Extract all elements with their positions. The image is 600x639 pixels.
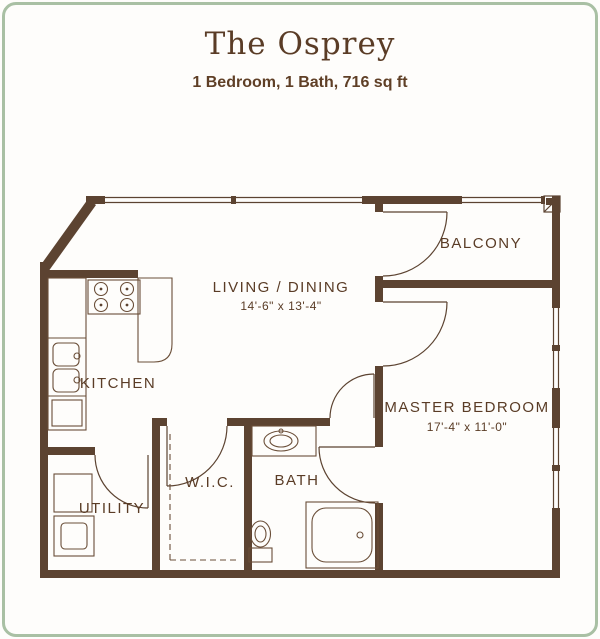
plan-title: The Osprey — [204, 26, 396, 62]
balcony-label: BALCONY — [440, 235, 522, 252]
kitchen-peninsula — [137, 277, 173, 363]
kitchen-counter — [47, 277, 87, 431]
living-dining-dimensions: 14'-6" x 13'-4" — [240, 299, 321, 313]
refrigerator-icon — [51, 399, 83, 427]
kitchen-sink-icon — [52, 342, 81, 393]
balcony-door — [382, 211, 448, 277]
bath-fixtures — [248, 425, 379, 569]
kitchen-fixtures — [47, 277, 173, 431]
plan-subtitle: 1 Bedroom, 1 Bath, 716 sq ft — [192, 74, 408, 91]
doors — [94, 211, 448, 509]
living-dining-label: LIVING / DINING — [213, 279, 350, 296]
bath-sink-icon — [251, 425, 317, 457]
wic-label: W.I.C. — [185, 474, 235, 491]
dryer-icon — [53, 515, 95, 557]
master-bedroom-label: MASTER BEDROOM — [384, 399, 549, 416]
stove-icon — [87, 279, 141, 315]
bedroom-bath-door — [318, 446, 376, 504]
wic-door — [166, 425, 228, 487]
utility-fixtures — [53, 473, 95, 557]
master-bedroom-dimensions: 17'-4" x 11'-0" — [427, 420, 507, 434]
bathtub-icon — [305, 501, 379, 569]
bath-label: BATH — [275, 472, 320, 489]
exterior-walls — [40, 195, 561, 578]
utility-label: UTILITY — [79, 500, 145, 517]
wic-shelving — [169, 434, 240, 561]
utility-door — [94, 454, 149, 509]
kitchen-label: KITCHEN — [80, 375, 156, 392]
bedroom-door — [382, 301, 448, 367]
interior-walls — [48, 196, 560, 570]
bath-door — [329, 373, 375, 419]
washer-icon — [53, 473, 93, 513]
toilet-icon — [248, 520, 273, 563]
